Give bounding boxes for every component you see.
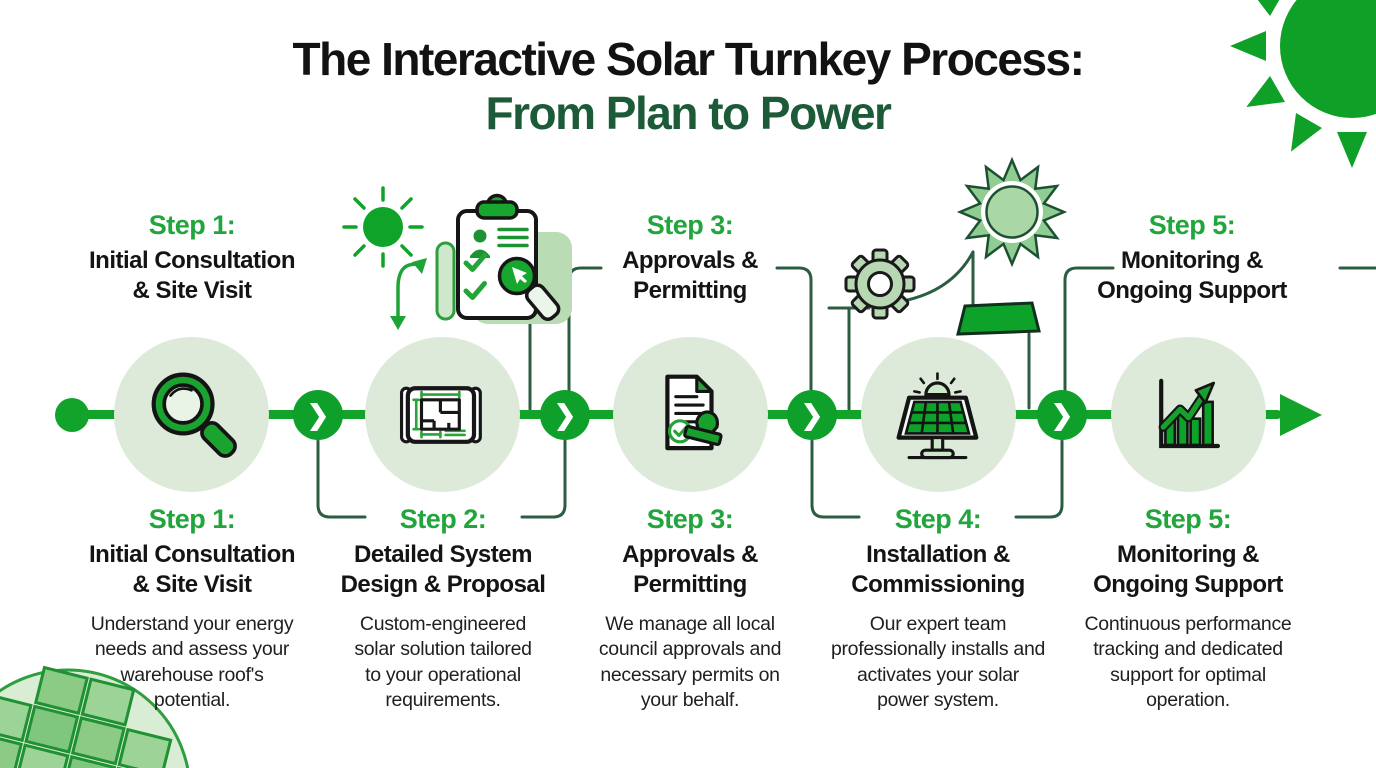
timeline-chevron-3: ❯ bbox=[787, 390, 837, 440]
step-title: Monitoring & Ongoing Support bbox=[1093, 541, 1283, 599]
magnifying-glass-icon bbox=[151, 372, 237, 458]
chevron-right-icon: ❯ bbox=[306, 399, 330, 430]
timeline-chevron-2: ❯ bbox=[540, 390, 590, 440]
step-number: Step 3: bbox=[646, 210, 734, 240]
sun-icon bbox=[342, 186, 424, 268]
step-description: Continuous performance tracking and dedi… bbox=[1084, 612, 1292, 711]
step-number: Step 3: bbox=[646, 504, 734, 534]
step-title: Installation & Commissioning bbox=[851, 541, 1025, 599]
timeline-end-arrow-icon bbox=[1280, 394, 1322, 436]
step-description: Understand your energy needs and assess … bbox=[90, 612, 294, 711]
step-number: Step 2: bbox=[399, 504, 487, 534]
step-description: Our expert team professionally installs … bbox=[830, 612, 1046, 711]
growth-chart-icon bbox=[1158, 378, 1220, 449]
page-title: The Interactive Solar Turnkey Process: F… bbox=[0, 32, 1376, 141]
step-title: Monitoring & Ongoing Support bbox=[1097, 247, 1287, 305]
timeline-start-dot bbox=[55, 398, 89, 432]
step-title: Approvals & Permitting bbox=[622, 541, 758, 599]
bottom-label-step-1: Step 1: Initial Consultation & Site Visi… bbox=[67, 504, 317, 713]
bottom-label-step-5: Step 5: Monitoring & Ongoing Support Con… bbox=[1063, 504, 1313, 713]
top-label-step-5: Step 5: Monitoring & Ongoing Support bbox=[1052, 210, 1332, 307]
step-description: Custom-engineered solar solution tailore… bbox=[354, 612, 532, 711]
timeline-chevron-1: ❯ bbox=[293, 390, 343, 440]
step-title: Approvals & Permitting bbox=[622, 247, 758, 305]
title-line-2: From Plan to Power bbox=[485, 87, 892, 140]
chevron-right-icon: ❯ bbox=[800, 399, 824, 430]
chevron-right-icon: ❯ bbox=[1050, 399, 1074, 430]
approved-document-icon bbox=[665, 374, 723, 451]
timeline-node-step-5 bbox=[1111, 337, 1266, 492]
step-title: Initial Consultation & Site Visit bbox=[89, 247, 296, 305]
step-title: Initial Consultation & Site Visit bbox=[89, 541, 296, 599]
step-number: Step 5: bbox=[1148, 210, 1236, 240]
step-number: Step 1: bbox=[148, 210, 236, 240]
step-number: Step 1: bbox=[148, 504, 236, 534]
top-label-step-1: Step 1: Initial Consultation & Site Visi… bbox=[52, 210, 332, 307]
step-number: Step 4: bbox=[894, 504, 982, 534]
timeline-node-step-3 bbox=[613, 337, 768, 492]
down-arrow-icon bbox=[390, 258, 427, 330]
top-label-step-3: Step 3: Approvals & Permitting bbox=[550, 210, 830, 307]
solar-panel-decoration-icon bbox=[956, 301, 1041, 336]
bottom-label-step-2: Step 2: Detailed System Design & Proposa… bbox=[318, 504, 568, 713]
step-number: Step 5: bbox=[1144, 504, 1232, 534]
timeline-node-step-4 bbox=[861, 337, 1016, 492]
title-line-1: The Interactive Solar Turnkey Process: bbox=[292, 33, 1085, 85]
bottom-label-step-3: Step 3: Approvals & Permitting We manage… bbox=[565, 504, 815, 713]
blueprint-icon bbox=[399, 386, 482, 444]
spiky-sun-icon bbox=[956, 156, 1068, 268]
bottom-label-step-4: Step 4: Installation & Commissioning Our… bbox=[813, 504, 1063, 713]
chevron-right-icon: ❯ bbox=[553, 399, 577, 430]
solar-panel-icon bbox=[896, 372, 979, 460]
timeline-node-step-2 bbox=[365, 337, 520, 492]
gear-icon bbox=[844, 248, 916, 320]
step-description: We manage all local council approvals an… bbox=[598, 612, 782, 711]
timeline-chevron-4: ❯ bbox=[1037, 390, 1087, 440]
timeline-node-step-1 bbox=[114, 337, 269, 492]
step-title: Detailed System Design & Proposal bbox=[340, 541, 546, 599]
